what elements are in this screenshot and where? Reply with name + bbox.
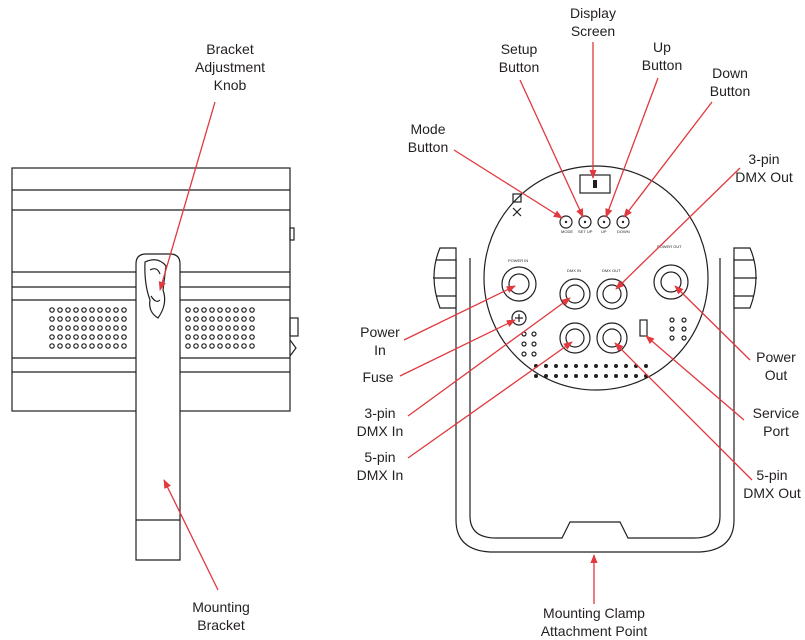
ce-marks	[512, 193, 522, 217]
arrow-service-port	[645, 335, 745, 421]
dmx-out-5pin-connector	[596, 322, 628, 354]
yoke-knob-left	[433, 247, 457, 309]
rear-vent-holes	[521, 317, 687, 378]
dmx-out-3pin-connector	[596, 278, 628, 310]
arrow-down-button	[623, 101, 713, 218]
panel-text-dmx-in: DMX IN	[567, 268, 581, 273]
arrow-dmx-in-5pin	[407, 341, 573, 459]
arrow-up-button	[605, 77, 659, 218]
arrow-mounting-bracket	[163, 479, 219, 591]
rear-yoke	[455, 258, 735, 553]
arrow-mode-button	[453, 149, 563, 219]
setup-button-circle	[578, 215, 592, 229]
dmx-in-3pin-connector	[559, 278, 591, 310]
service-port	[639, 319, 648, 337]
bracket-adjustment-knob	[144, 259, 167, 319]
mode-button-circle	[559, 215, 573, 229]
panel-text-power-out: POWER OUT	[657, 244, 682, 249]
arrow-dmx-out-5pin	[614, 342, 753, 481]
side-vent-grid	[49, 307, 255, 349]
rear-panel	[483, 165, 709, 391]
arrow-dmx-in-3pin	[407, 297, 571, 417]
arrow-fuse	[399, 319, 516, 377]
arrow-power-in	[403, 285, 516, 341]
panel-text-dmx-out: DMX OUT	[602, 268, 621, 273]
arrow-power-out	[674, 285, 751, 361]
yoke-knob-right	[733, 247, 757, 309]
panel-text-mode: MODE	[561, 229, 573, 234]
arrow-dmx-out-3pin	[615, 167, 741, 290]
arrow-setup-button	[519, 79, 584, 218]
up-button-circle	[597, 215, 611, 229]
panel-text-power-in: POWER IN	[508, 258, 528, 263]
dmx-in-5pin-connector	[559, 322, 591, 354]
down-button-circle	[616, 215, 630, 229]
power-out-connector	[653, 264, 689, 300]
power-in-connector	[501, 266, 537, 302]
label-fuse: Fuse	[362, 369, 394, 385]
panel-text-setup: SET UP	[578, 229, 593, 234]
fuse-holder	[511, 310, 527, 326]
panel-text-down: DOWN	[617, 229, 630, 234]
panel-text-up: UP	[601, 229, 607, 234]
arrow-bracket-knob	[158, 101, 216, 291]
